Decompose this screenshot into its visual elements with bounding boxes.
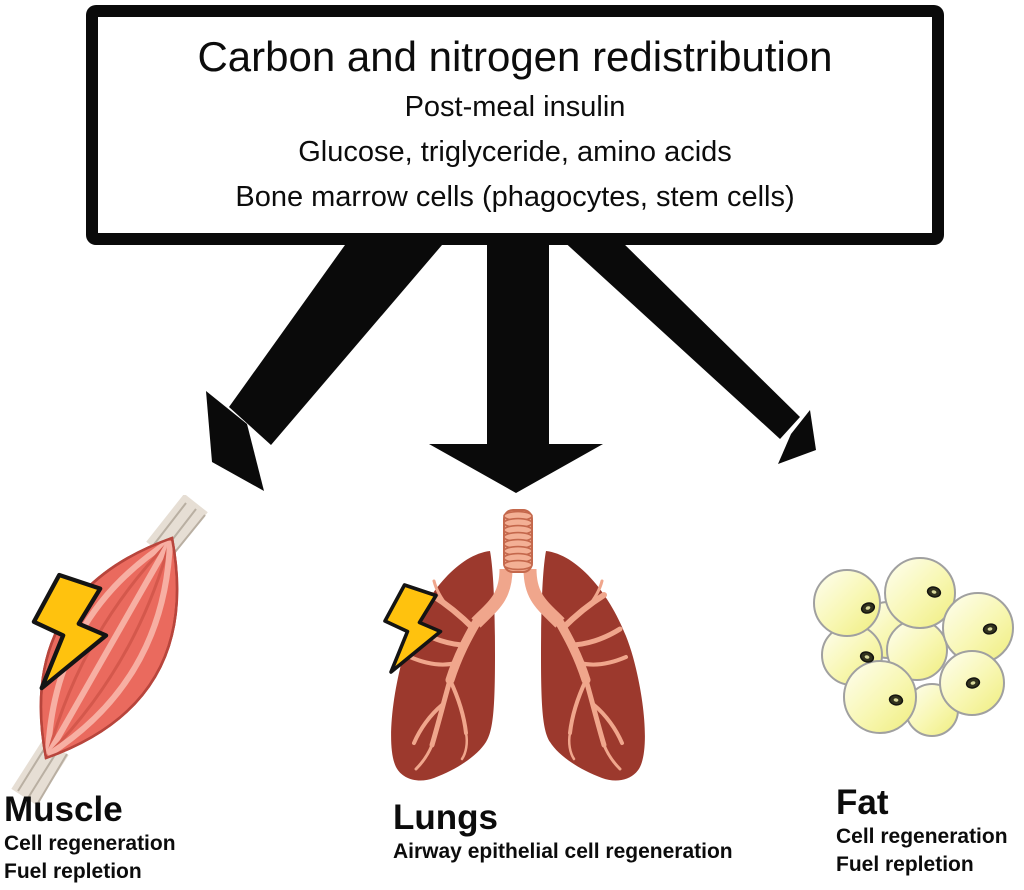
- lungs-title: Lungs: [393, 798, 498, 837]
- down-arrow: [429, 238, 603, 493]
- fat-sub-1: Cell regeneration: [836, 825, 1008, 848]
- bronchial-tree-right: [555, 579, 628, 771]
- fat-illustration: [813, 557, 1014, 737]
- figure-title: Carbon and nitrogen redistribution: [197, 33, 833, 80]
- lightning-bolt-icon: [383, 583, 443, 674]
- fat-title: Fat: [836, 783, 889, 822]
- fat-sub-2: Fuel repletion: [836, 853, 974, 876]
- header-line-3: Bone marrow cells (phagocytes, stem cell…: [235, 181, 795, 213]
- lungs-illustration: [383, 509, 645, 781]
- trachea: [471, 509, 565, 628]
- lungs-sub-1: Airway epithelial cell regeneration: [393, 840, 733, 863]
- adipocyte-cluster: [813, 557, 1014, 737]
- muscle-illustration: [11, 495, 208, 806]
- lungs-caption: Lungs Airway epithelial cell regeneratio…: [393, 797, 733, 866]
- lightning-bolt-icon: [31, 572, 109, 691]
- muscle-sub-1: Cell regeneration: [4, 832, 176, 855]
- muscle-belly: [39, 536, 179, 760]
- adipocyte-nuclei: [859, 586, 998, 706]
- header-box: Carbon and nitrogen redistribution Post-…: [86, 5, 944, 245]
- header-line-1: Post-meal insulin: [404, 91, 626, 123]
- muscle-sub-2: Fuel repletion: [4, 860, 142, 883]
- muscle-caption: Muscle Cell regeneration Fuel repletion: [4, 789, 176, 886]
- down-right-arrow: [560, 238, 816, 464]
- muscle-title: Muscle: [4, 790, 123, 829]
- fat-caption: Fat Cell regeneration Fuel repletion: [836, 782, 1008, 879]
- header-line-2: Glucose, triglyceride, amino acids: [298, 136, 732, 168]
- down-left-arrow: [206, 238, 448, 491]
